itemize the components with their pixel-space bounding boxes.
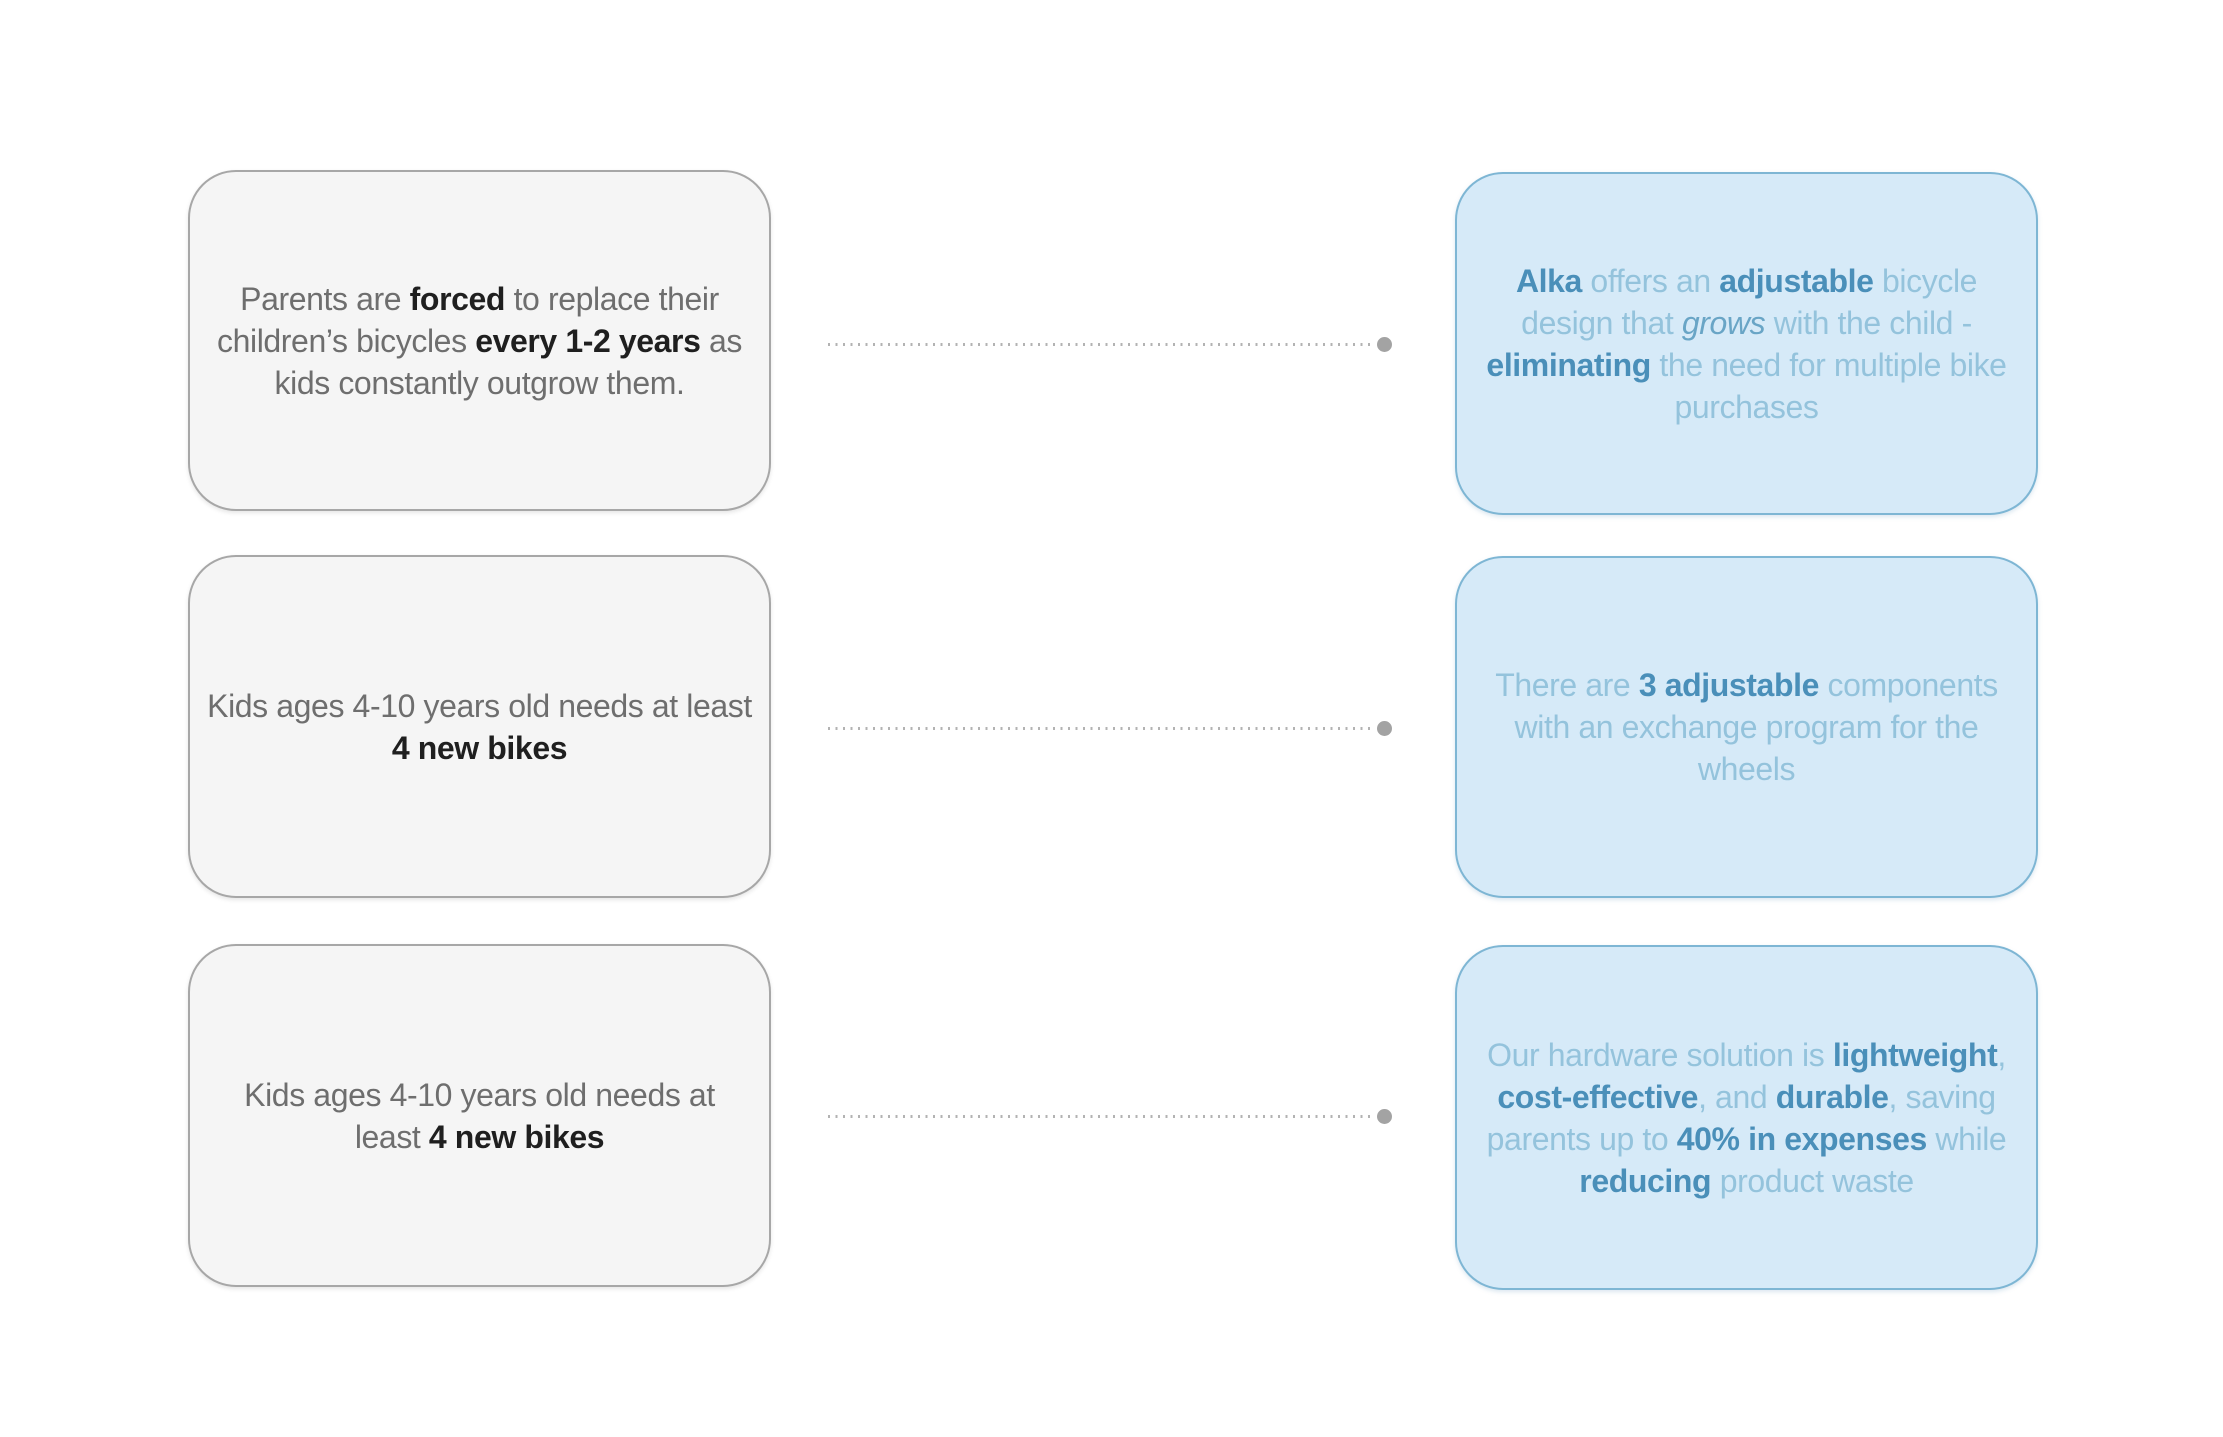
text-segment: as bbox=[700, 322, 743, 359]
connector-endpoint-dot bbox=[1377, 336, 1392, 352]
problem-2-line-2: 4 new bikes bbox=[391, 727, 568, 769]
text-segment-bold: eliminating bbox=[1486, 346, 1651, 383]
problem-1-line-3: kids constantly outgrow them. bbox=[275, 362, 685, 404]
text-segment: , bbox=[1997, 1036, 2006, 1073]
text-segment: design that bbox=[1521, 304, 1682, 341]
text-segment-bold: 40% in expenses bbox=[1676, 1120, 1928, 1157]
text-segment: components bbox=[1818, 667, 1998, 703]
text-segment: bicycle bbox=[1873, 262, 1978, 299]
solution-3-line-3: parents up to 40% in expenses while bbox=[1487, 1118, 2007, 1160]
solution-1-line-1: Alka offers an adjustable bicycle bbox=[1515, 260, 1978, 302]
solution-3-line-4: reducing product waste bbox=[1579, 1160, 1914, 1202]
text-segment: while bbox=[1926, 1120, 2007, 1157]
text-segment: to replace their bbox=[505, 280, 720, 317]
text-segment: offers an bbox=[1581, 262, 1720, 299]
problem-box-3: Kids ages 4-10 years old needs at least … bbox=[188, 944, 771, 1287]
problem-1-line-1: Parents are forced to replace their bbox=[240, 278, 719, 320]
solution-box-1: Alka offers an adjustable bicycle design… bbox=[1455, 172, 2038, 515]
problem-box-2: Kids ages 4-10 years old needs at least … bbox=[188, 555, 771, 898]
text-segment: Our hardware solution is bbox=[1487, 1036, 1833, 1073]
text-segment: , and bbox=[1698, 1078, 1776, 1115]
text-segment-bold: 4 new bikes bbox=[391, 729, 568, 766]
text-segment-bold: forced bbox=[409, 280, 506, 317]
connector-endpoint-dot bbox=[1377, 720, 1392, 736]
text-segment: Kids ages 4-10 years old needs at least bbox=[207, 687, 752, 724]
solution-1-line-2: design that grows with the child - bbox=[1521, 302, 1972, 344]
connector-3 bbox=[828, 1108, 1392, 1124]
text-segment: wheels bbox=[1697, 751, 1796, 787]
text-segment-bold: 4 new bikes bbox=[428, 1118, 605, 1155]
dotted-leader-line bbox=[828, 727, 1374, 730]
text-segment-bold: lightweight bbox=[1832, 1036, 1998, 1073]
solution-2-line-3: wheels bbox=[1697, 748, 1796, 790]
dotted-leader-line bbox=[828, 343, 1374, 346]
connector-1 bbox=[828, 336, 1392, 352]
solution-1-line-3: eliminating the need for multiple bike bbox=[1486, 344, 2007, 386]
problem-1-line-2: children’s bicycles every 1-2 years as bbox=[217, 320, 742, 362]
solution-box-2: There are 3 adjustable components with a… bbox=[1455, 556, 2038, 898]
text-segment: parents up to bbox=[1486, 1120, 1677, 1157]
text-segment: children’s bicycles bbox=[216, 322, 476, 359]
problem-3-line-2: least 4 new bikes bbox=[354, 1116, 605, 1158]
solution-3-line-2: cost-effective, and durable, saving bbox=[1497, 1076, 1996, 1118]
text-segment: least bbox=[354, 1118, 429, 1155]
text-segment: kids constantly outgrow them. bbox=[274, 364, 685, 401]
text-segment: purchases bbox=[1674, 388, 1819, 425]
solution-3-line-1: Our hardware solution is lightweight, bbox=[1487, 1034, 2006, 1076]
text-segment-bold: durable bbox=[1775, 1078, 1889, 1115]
text-segment-bold: adjustable bbox=[1719, 262, 1874, 299]
text-segment-bold: Alka bbox=[1515, 262, 1582, 299]
text-segment-bold: cost-effective bbox=[1497, 1078, 1699, 1115]
text-segment-bold: every 1-2 years bbox=[475, 322, 701, 359]
text-segment: the need for multiple bike bbox=[1650, 346, 2007, 383]
problem-box-1: Parents are forced to replace their chil… bbox=[188, 170, 771, 511]
solution-2-line-2: with an exchange program for the bbox=[1515, 706, 1979, 748]
text-segment: product waste bbox=[1711, 1162, 1914, 1199]
text-segment-italic: grows bbox=[1681, 304, 1766, 341]
text-segment-bold: reducing bbox=[1579, 1162, 1712, 1199]
text-segment-bold: 3 adjustable bbox=[1638, 667, 1820, 703]
text-segment: There are bbox=[1495, 667, 1639, 703]
problem-2-line-1: Kids ages 4-10 years old needs at least bbox=[207, 685, 752, 727]
solution-box-3: Our hardware solution is lightweight, co… bbox=[1455, 945, 2038, 1290]
text-segment: with an exchange program for the bbox=[1514, 709, 1979, 745]
solution-2-line-1: There are 3 adjustable components bbox=[1495, 664, 1998, 706]
text-segment: with the child - bbox=[1765, 304, 1973, 341]
text-segment: Parents are bbox=[240, 280, 410, 317]
solution-1-line-4: purchases bbox=[1674, 386, 1818, 428]
connector-endpoint-dot bbox=[1377, 1108, 1392, 1124]
text-segment: , saving bbox=[1888, 1078, 1996, 1115]
text-segment: Kids ages 4-10 years old needs at bbox=[244, 1076, 715, 1113]
dotted-leader-line bbox=[828, 1115, 1374, 1118]
problem-3-line-1: Kids ages 4-10 years old needs at bbox=[244, 1074, 715, 1116]
connector-2 bbox=[828, 720, 1392, 736]
